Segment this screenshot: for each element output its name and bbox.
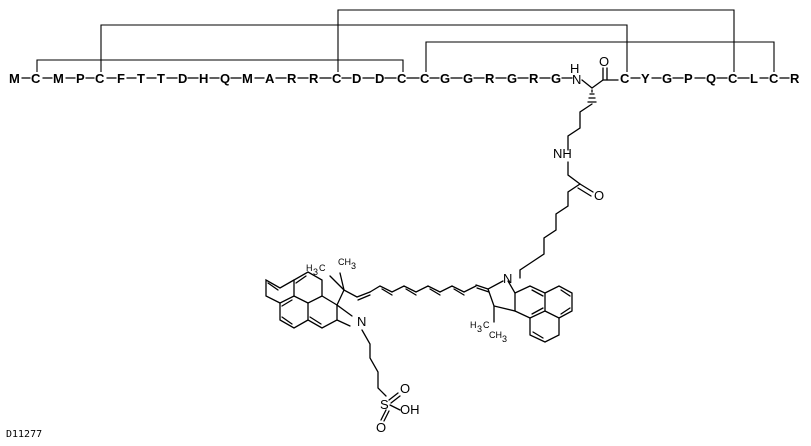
residue: C <box>769 71 779 86</box>
ch3-left-a: H <box>306 263 313 273</box>
residue: G <box>463 71 473 86</box>
sulfur-label: S <box>380 397 389 412</box>
peptide-sequence: M C M P C F T T D H Q M A R R C D D C C … <box>9 71 800 86</box>
ch3-right-a-c: C <box>483 320 490 330</box>
amide-link <box>567 161 581 185</box>
ch3-right-b-sub: 3 <box>502 334 507 344</box>
residue: D <box>178 71 187 86</box>
residue: C <box>397 71 407 86</box>
ch3-right-a: H <box>470 320 477 330</box>
residue: C <box>95 71 105 86</box>
residue: M <box>242 71 253 86</box>
residue: G <box>551 71 561 86</box>
nh-h-label: H <box>570 61 579 76</box>
nh-n-label: N <box>572 72 581 87</box>
bridge-c20-c36 <box>425 41 775 72</box>
residue: C <box>332 71 342 86</box>
residue: Q <box>706 71 716 86</box>
residue: L <box>750 71 758 86</box>
residue: C <box>728 71 738 86</box>
ch3-left-a-c: C <box>319 263 326 273</box>
ch3-left-b: CH <box>338 257 351 267</box>
residue: R <box>790 71 800 86</box>
residue: M <box>9 71 20 86</box>
lysine-side-chain <box>567 103 593 151</box>
ch3-left-a-sub: 3 <box>313 267 318 277</box>
disulfide-bridges <box>36 9 775 72</box>
residue: T <box>157 71 165 86</box>
bridge-c2-c19 <box>36 59 404 72</box>
residue: R <box>309 71 319 86</box>
sulfobutyl-chain: S O O OH <box>361 329 420 435</box>
residue: P <box>76 71 85 86</box>
amide-nh: NH <box>553 146 572 161</box>
compound-id: D11277 <box>6 429 42 440</box>
carbonyl-oxygen: O <box>599 54 609 69</box>
residue: F <box>117 71 125 86</box>
residue: T <box>137 71 145 86</box>
amide-oxygen: O <box>594 188 604 203</box>
residue: G <box>440 71 450 86</box>
residue: P <box>684 71 693 86</box>
residue: M <box>53 71 64 86</box>
residue: R <box>287 71 297 86</box>
residue: C <box>620 71 630 86</box>
n-left: N <box>357 314 366 329</box>
hexanoyl-chain <box>519 183 581 279</box>
lysine-junction: H N O NH O <box>519 54 619 279</box>
sulfonyl-oxygen-bottom: O <box>376 420 386 435</box>
ch3-left-b-sub: 3 <box>351 261 356 271</box>
ch3-right-a-sub: 3 <box>477 324 482 334</box>
ch3-right-b: CH <box>489 330 502 340</box>
n-right: N <box>503 271 512 286</box>
residue: C <box>420 71 430 86</box>
residue: D <box>352 71 361 86</box>
polymethine-chain <box>369 285 477 296</box>
residue: R <box>529 71 539 86</box>
residue: Y <box>641 71 650 86</box>
residue: A <box>265 71 275 86</box>
residue: R <box>485 71 495 86</box>
bridge-c16-c34 <box>337 9 735 72</box>
residue: D <box>375 71 384 86</box>
left-benzoindole: N H 3 C CH 3 <box>265 257 371 329</box>
bridge-c5-c29 <box>100 24 628 72</box>
hydroxyl-label: OH <box>400 402 420 417</box>
residue: G <box>662 71 672 86</box>
right-benzoindole: N H 3 C CH 3 <box>470 271 573 344</box>
residue: H <box>199 71 208 86</box>
residue: Q <box>220 71 230 86</box>
sulfonyl-oxygen-top: O <box>400 381 410 396</box>
residue: C <box>31 71 41 86</box>
residue: G <box>507 71 517 86</box>
